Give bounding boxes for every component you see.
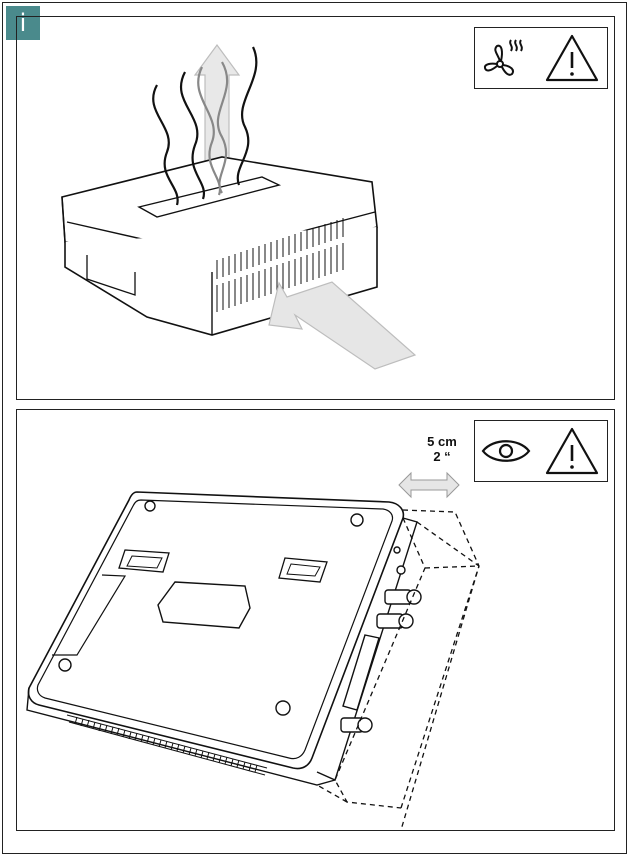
ventilation-warning-box	[474, 27, 608, 89]
clearance-warning-box	[474, 420, 608, 482]
clearance-distance-label: 5 cm 2 “	[412, 434, 472, 464]
fan-heat-icon	[483, 39, 523, 76]
warning-triangle-icon	[545, 34, 599, 82]
clearance-panel: 5 cm 2 “	[16, 409, 615, 831]
clearance-metric: 5 cm	[427, 434, 457, 449]
eye-icon	[481, 440, 531, 462]
warning-triangle-icon	[545, 427, 599, 475]
clearance-imperial: 2 “	[433, 449, 451, 464]
clearance-illustration	[26, 471, 480, 830]
ventilation-panel	[16, 16, 615, 400]
info-tag-label: i	[19, 9, 27, 37]
info-tag: i	[6, 6, 40, 40]
ventilation-illustration	[61, 43, 417, 370]
intake-arrow	[268, 281, 417, 370]
clearance-arrow	[398, 471, 460, 499]
